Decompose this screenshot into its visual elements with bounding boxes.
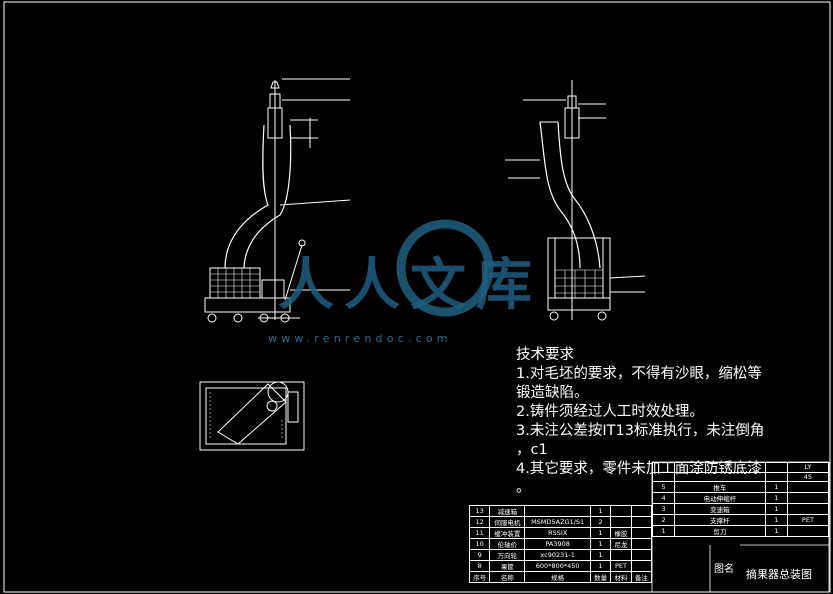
title-name-label: 图名 — [714, 564, 734, 575]
side-view — [505, 80, 646, 321]
tech-heading: 技术要求 — [516, 347, 574, 363]
tech-line-2: 锻造缺陷。 — [516, 385, 589, 401]
table-row: 序号名称规格数量材料备注 — [468, 571, 653, 583]
watermark-brand: 人人文库 — [278, 253, 542, 318]
sheet-border — [3, 1, 831, 593]
watermark-logo — [270, 218, 560, 348]
tech-line-1: 1.对毛坯的要求，不得有沙眼，缩松等 — [516, 366, 762, 382]
top-view — [199, 381, 305, 451]
tech-line-7: 。 — [516, 480, 531, 496]
watermark-url: www.renrendoc.com — [268, 332, 452, 345]
tech-line-4: 3.未注公差按IT13标准执行，未注倒角 — [516, 423, 765, 439]
tech-line-3: 2.铸件须经过人工时效处理。 — [516, 404, 704, 420]
front-view — [204, 78, 351, 323]
drawing-title: 摘果器总装图 — [746, 568, 812, 581]
table-row: 45 — [651, 471, 830, 483]
table-row: LY — [651, 462, 830, 473]
tech-line-5: ，c1 — [516, 442, 548, 458]
